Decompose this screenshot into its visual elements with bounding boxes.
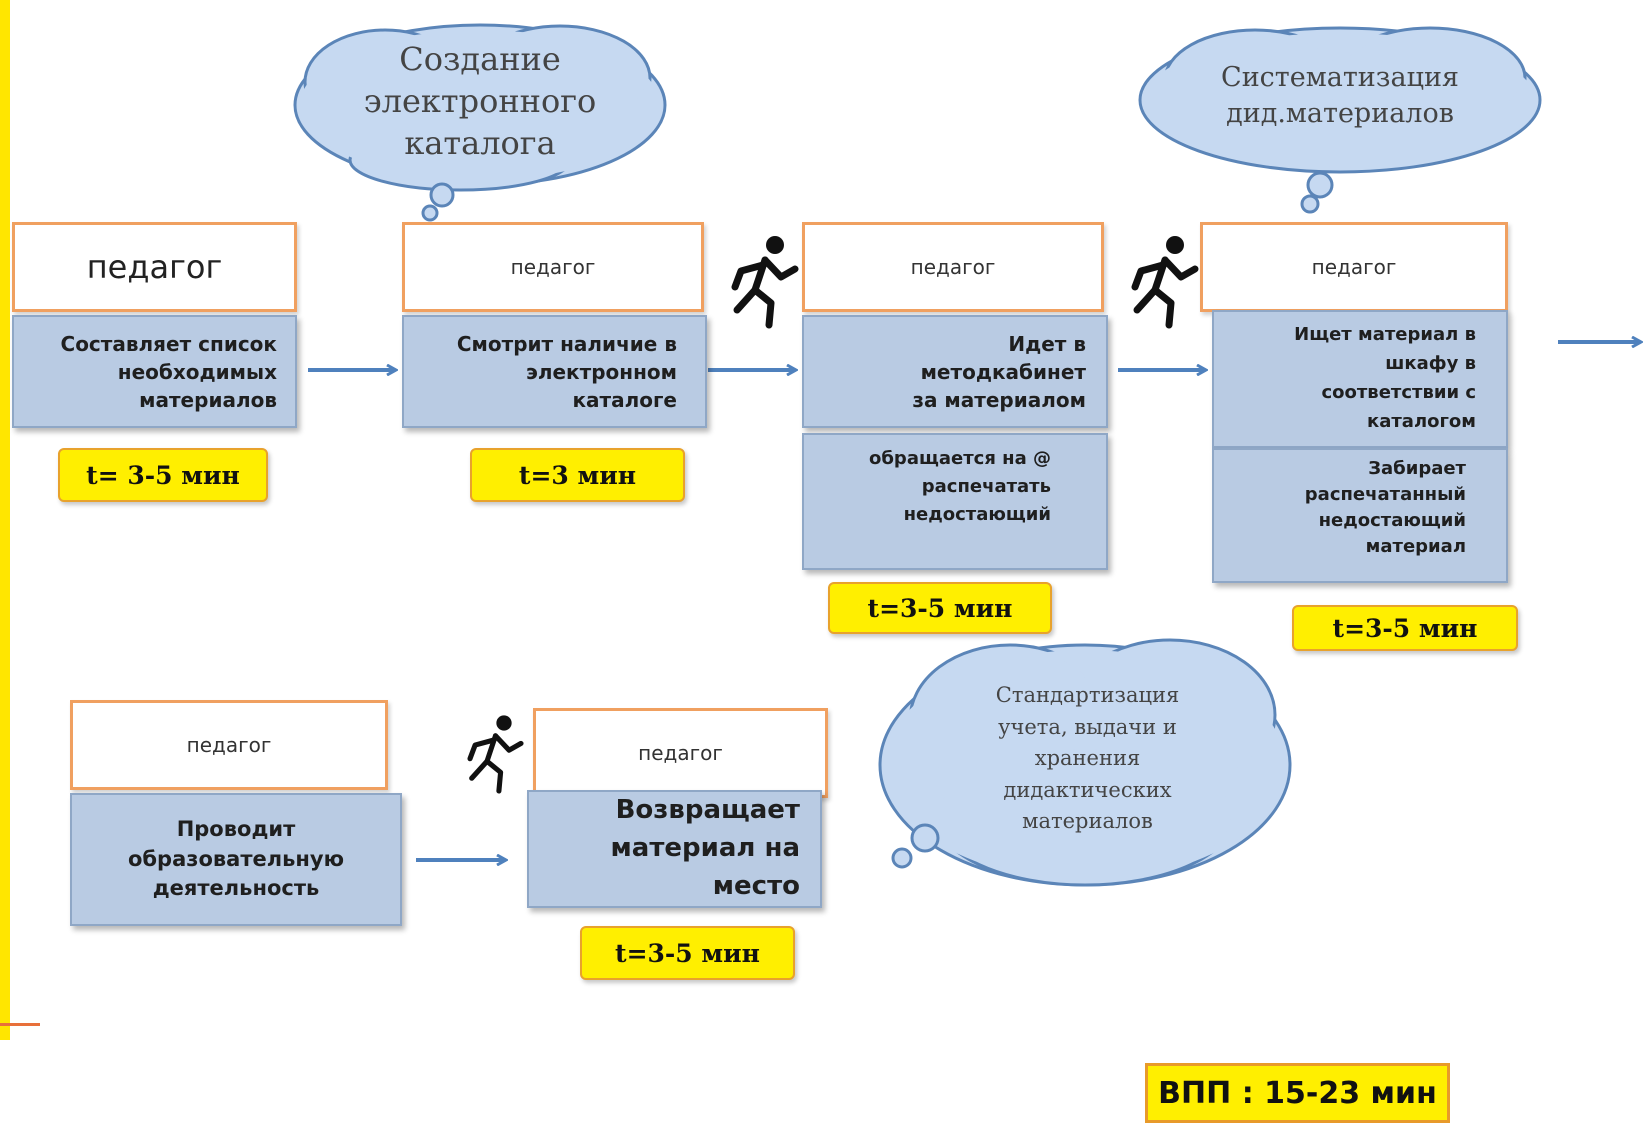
walking-person-icon <box>467 715 524 794</box>
time-badge-step6: t=3-5 мин <box>580 926 795 980</box>
actor-box-step4: педагог <box>1200 222 1508 312</box>
task-box-step1: Составляет список необходимых материалов <box>12 315 297 428</box>
cloud-shape-3 <box>878 638 1292 887</box>
cloud-text-1: Создание электронного каталога <box>363 40 597 163</box>
cloud-shape-2 <box>1138 26 1542 214</box>
total-time-badge: ВПП : 15-23 мин <box>1145 1063 1450 1123</box>
actor-box-step1: педагог <box>12 222 297 312</box>
task-box-step3: Идет в методкабинет за материалом <box>802 315 1108 428</box>
actor-box-step3: педагог <box>802 222 1104 312</box>
left-accent-line <box>0 1023 40 1026</box>
task-extra-step4: Забирает распечатанный недостающий матер… <box>1212 448 1508 583</box>
walking-person-icon <box>1131 236 1199 329</box>
actor-box-step2: педагог <box>402 222 704 312</box>
cloud-text-3: Стандартизация учета, выдачи и хранения … <box>995 683 1180 833</box>
time-badge-step4: t=3-5 мин <box>1292 605 1518 651</box>
time-badge-step3: t=3-5 мин <box>828 582 1052 634</box>
time-badge-step2: t=3 мин <box>470 448 685 502</box>
walking-person-icon <box>731 236 799 329</box>
task-box-step4: Ищет материал в шкафу в соответствии с к… <box>1212 310 1508 448</box>
cloud-text-2: Систематизация дид.материалов <box>1221 62 1459 130</box>
actor-box-step6: педагог <box>533 708 828 798</box>
cloud-shape-1 <box>293 23 667 222</box>
left-accent-strip <box>0 0 10 1040</box>
task-box-step6: Возвращает материал на место <box>527 790 822 908</box>
task-box-step2: Смотрит наличие в электронном каталоге <box>402 315 707 428</box>
task-extra-step3: обращается на @ распечатать недостающий <box>802 433 1108 570</box>
actor-box-step5: педагог <box>70 700 388 790</box>
time-badge-step1: t= 3-5 мин <box>58 448 268 502</box>
task-box-step5: Проводит образовательную деятельность <box>70 793 402 926</box>
